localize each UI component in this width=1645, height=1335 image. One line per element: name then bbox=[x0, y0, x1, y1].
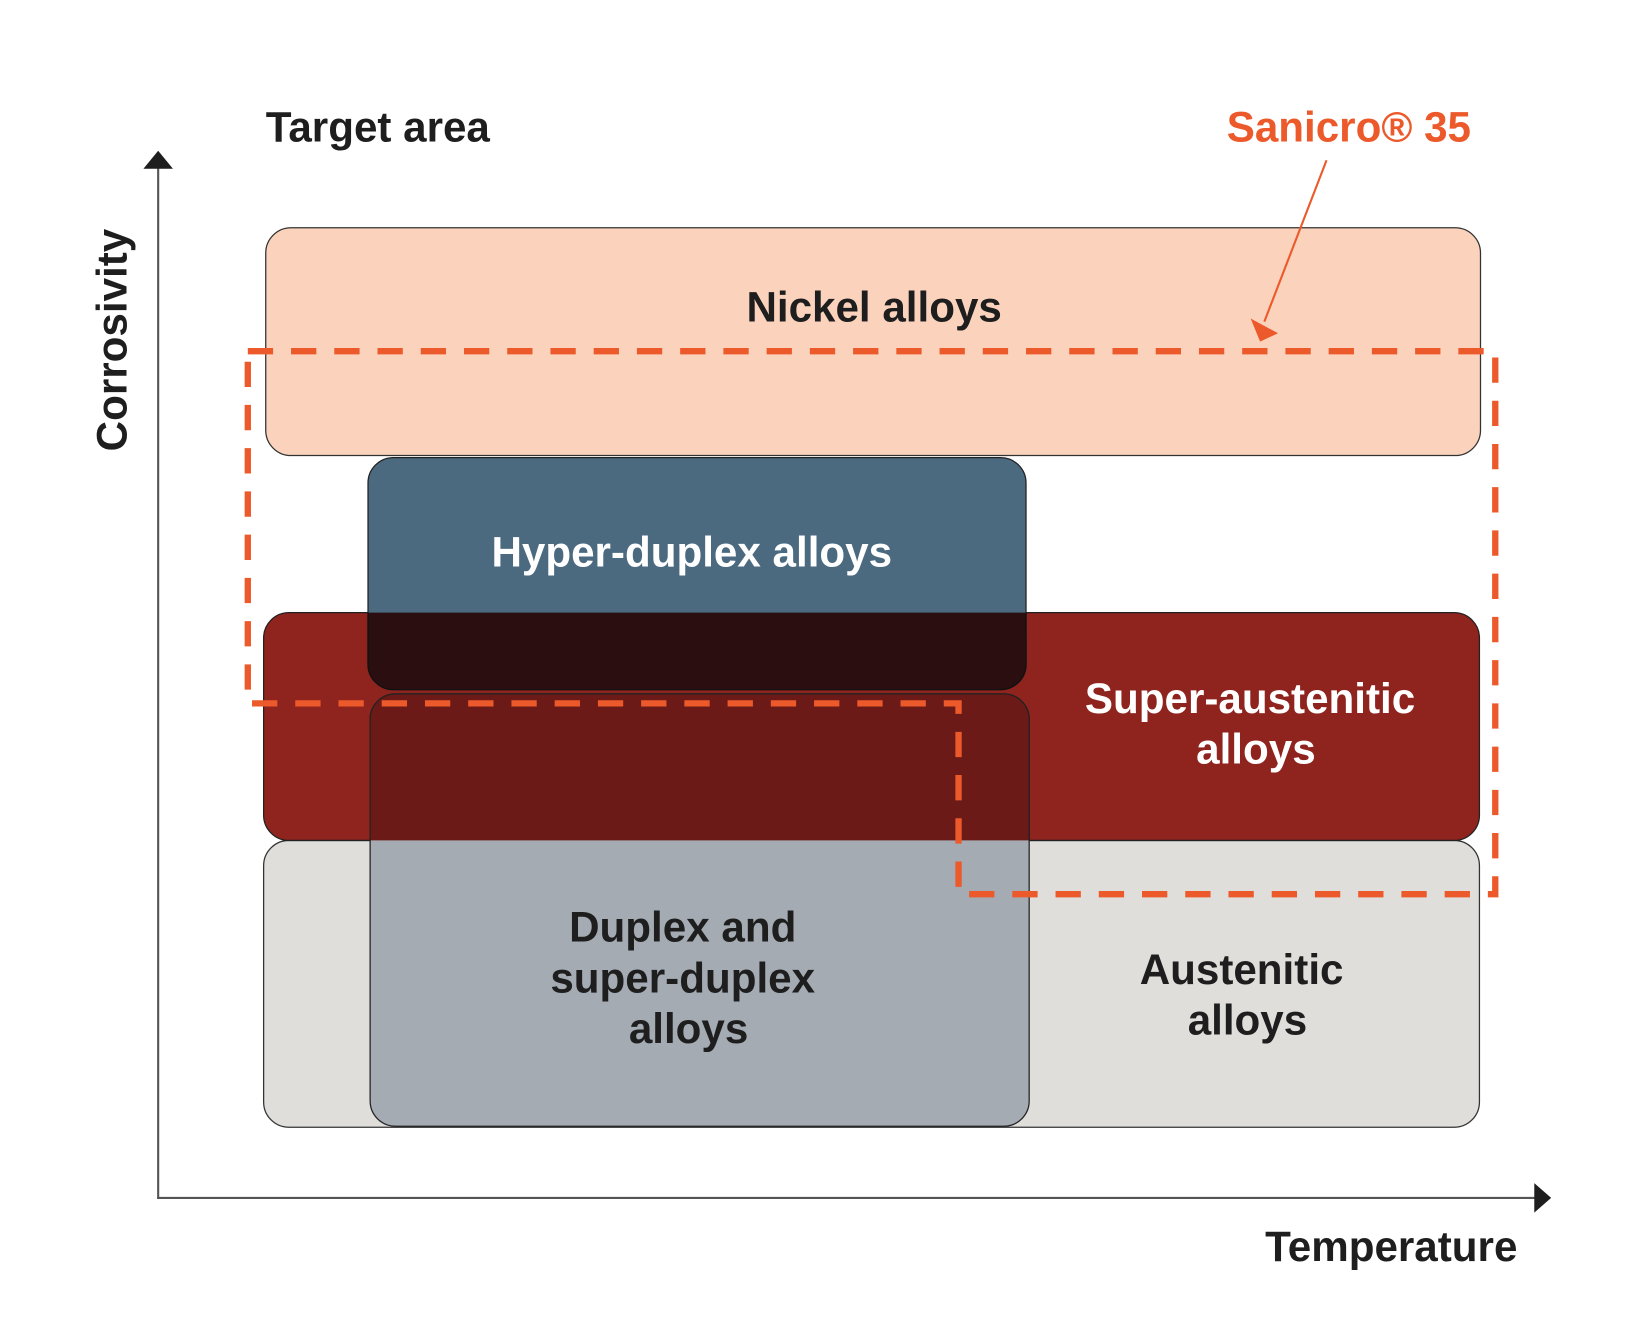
label-line: Duplex and bbox=[569, 904, 796, 951]
y-axis-arrow-icon bbox=[143, 150, 173, 169]
overlap-duplex-super bbox=[369, 693, 1030, 841]
label-line: Austenitic bbox=[1140, 946, 1344, 993]
overlap-hyper-super bbox=[367, 612, 1027, 691]
label-line: alloys bbox=[1188, 996, 1308, 1043]
sanicro-35-pointer-arrow bbox=[1250, 159, 1328, 342]
label-line: Super-austenitic bbox=[1085, 675, 1415, 722]
arrow-head-icon bbox=[1250, 318, 1279, 342]
label-line: Nickel alloys bbox=[746, 284, 1001, 331]
sanicro-35-label: Sanicro® 35 bbox=[1227, 103, 1471, 150]
label-line: alloys bbox=[1196, 725, 1316, 772]
x-axis-arrow-icon bbox=[1534, 1183, 1552, 1213]
label-line: alloys bbox=[629, 1005, 749, 1052]
x-axis bbox=[157, 1183, 1552, 1213]
y-axis-label: Corrosivity bbox=[89, 228, 136, 451]
x-axis-label: Temperature bbox=[1265, 1223, 1517, 1270]
label-austenitic: Austenitic alloys bbox=[1140, 946, 1356, 1044]
label-nickel: Nickel alloys bbox=[746, 284, 1001, 331]
label-line: Hyper-duplex alloys bbox=[491, 528, 892, 575]
y-axis bbox=[143, 150, 173, 1199]
label-hyper-duplex: Hyper-duplex alloys bbox=[491, 528, 892, 575]
diagram-title: Target area bbox=[266, 103, 491, 150]
label-duplex: Duplex and super-duplex alloys bbox=[550, 904, 826, 1052]
region-nickel bbox=[265, 227, 1482, 457]
label-line: super-duplex bbox=[550, 954, 815, 1001]
label-super-austenitic: Super-austenitic alloys bbox=[1085, 675, 1427, 773]
